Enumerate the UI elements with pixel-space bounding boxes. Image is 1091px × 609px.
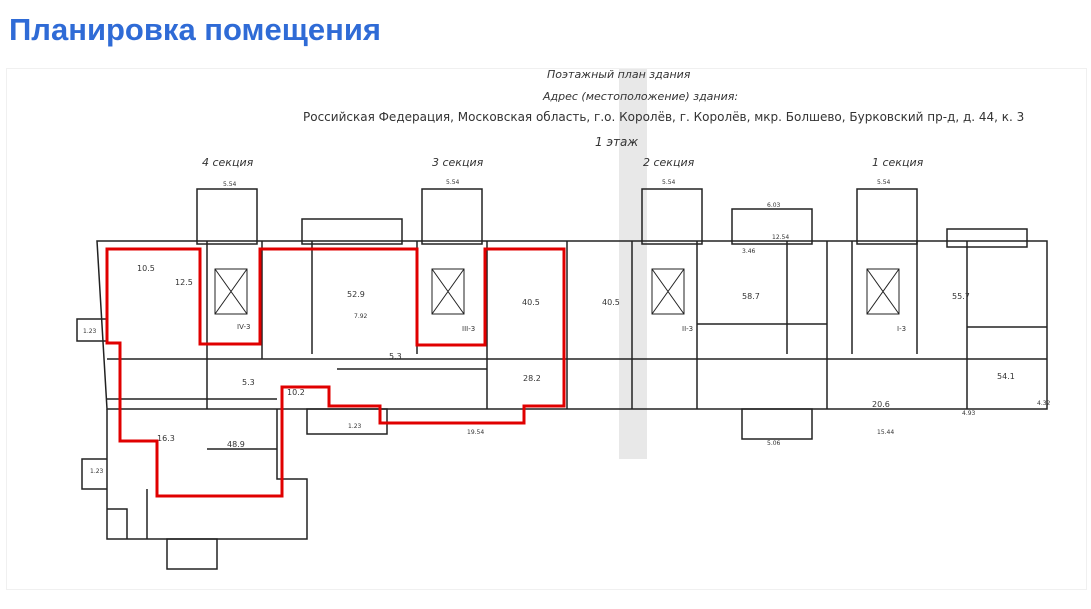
room-label: 55.7	[952, 292, 970, 301]
section-label-2: 2 секция	[643, 156, 695, 169]
dimension-label: 3.46	[742, 248, 756, 255]
room-label: 20.6	[872, 400, 890, 409]
dimension-label: 1.23	[83, 328, 97, 335]
stair-label-4: IV-3	[237, 323, 250, 331]
floor-plan-image: Поэтажный план здания Адрес (местоположе…	[6, 68, 1087, 590]
dimension-label: 1.23	[90, 468, 104, 475]
room-label: 40.5	[602, 298, 620, 307]
highlight-outline-left	[105, 247, 566, 498]
stair-label-1: I-3	[897, 325, 906, 333]
highlighted-premises	[105, 247, 566, 498]
room-labels: 48.9 16.3 5.3 10.2 10.5 12.5 5.3 52.9 28…	[137, 264, 1015, 449]
room-label: 40.5	[522, 298, 540, 307]
dimension-label: 5.54	[877, 179, 891, 186]
plan-address: Российская Федерация, Московская область…	[303, 110, 1024, 124]
scan-fold-shadow	[619, 69, 647, 459]
plan-floor: 1 этаж	[595, 135, 638, 149]
stair-cores	[214, 268, 900, 315]
dimension-label: 5.54	[223, 181, 237, 188]
floor-plan-drawing: Поэтажный план здания Адрес (местоположе…	[76, 69, 1051, 570]
room-label: 48.9	[227, 440, 245, 449]
room-label: 12.5	[175, 278, 193, 287]
dimension-label: 5.54	[662, 179, 676, 186]
section-label-3: 3 секция	[432, 156, 484, 169]
plan-address-caption: Адрес (местоположение) здания:	[542, 90, 738, 103]
dimension-label: 4.93	[962, 410, 976, 417]
dimension-label: 4.32	[1037, 400, 1051, 407]
room-label: 10.5	[137, 264, 155, 273]
dimension-label: 15.44	[877, 429, 894, 436]
room-label: 28.2	[523, 374, 541, 383]
dimension-labels: 5.54 5.54 5.54 5.54 6.03 12.54 19.54 15.…	[83, 179, 1051, 475]
stair-label-3: III-3	[462, 325, 475, 333]
dimension-label: 5.06	[767, 440, 781, 447]
room-label: 54.1	[997, 372, 1015, 381]
room-label: 5.3	[242, 378, 255, 387]
dimension-label: 7.92	[354, 313, 368, 320]
room-label: 5.3	[389, 352, 402, 361]
building-walls	[76, 188, 1048, 570]
room-label: 58.7	[742, 292, 760, 301]
dimension-label: 19.54	[467, 429, 484, 436]
section-label-1: 1 секция	[872, 156, 924, 169]
stair-label-2: II-3	[682, 325, 693, 333]
page-title: Планировка помещения	[9, 12, 381, 47]
section-label-4: 4 секция	[202, 156, 254, 169]
dimension-label: 1.23	[348, 423, 362, 430]
dimension-label: 12.54	[772, 234, 789, 241]
room-label: 10.2	[287, 388, 305, 397]
room-label: 16.3	[157, 434, 175, 443]
room-label: 52.9	[347, 290, 365, 299]
dimension-label: 6.03	[767, 202, 781, 209]
dimension-label: 5.54	[446, 179, 460, 186]
plan-title: Поэтажный план здания	[547, 69, 691, 81]
